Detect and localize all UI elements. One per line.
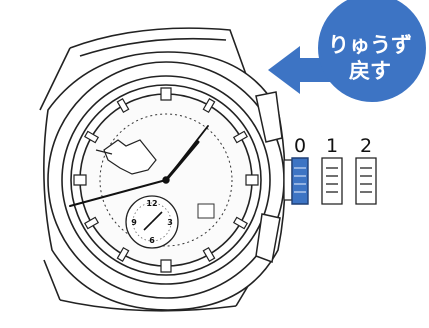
power-reserve-arc xyxy=(99,113,233,247)
hour-marker xyxy=(84,130,100,144)
hour-marker xyxy=(245,174,259,186)
subdial-numeral-12: 12 xyxy=(146,199,157,208)
subdial-numeral-3: 3 xyxy=(167,218,173,227)
crown-guards xyxy=(255,91,283,264)
subdial: 12 3 6 9 xyxy=(125,195,179,249)
hour-marker xyxy=(232,216,248,230)
hour-markers xyxy=(73,87,259,273)
date-window xyxy=(197,203,215,219)
hour-marker xyxy=(202,98,216,114)
hour-marker xyxy=(160,259,172,273)
dial-details xyxy=(99,113,233,247)
hour-marker xyxy=(160,87,172,101)
left-arrow-icon xyxy=(268,46,330,94)
hand-pivot xyxy=(162,176,170,184)
hour-marker xyxy=(73,174,87,186)
hour-marker xyxy=(202,246,216,262)
hour-marker xyxy=(116,98,130,114)
watch-hands xyxy=(69,125,209,207)
hour-marker xyxy=(84,216,100,230)
subdial-numeral-6: 6 xyxy=(149,236,155,245)
crown-position-label-1: 1 xyxy=(326,135,338,157)
subdial-hand-b xyxy=(143,221,153,231)
hour-marker xyxy=(232,130,248,144)
watch-lugs xyxy=(39,27,255,312)
callout-bubble: りゅうず 戻す xyxy=(318,0,426,102)
crown-position-2 xyxy=(355,157,377,205)
pointing-hand-icon xyxy=(95,139,157,175)
subdial-hand-a xyxy=(151,211,163,223)
minute-hand xyxy=(165,125,209,181)
hour-marker xyxy=(116,246,130,262)
crown-position-label-2: 2 xyxy=(360,135,372,157)
callout-line-2: 戻す xyxy=(349,59,391,83)
callout-line-1: りゅうず xyxy=(328,33,412,57)
crown-current xyxy=(283,157,309,205)
crown-position-1 xyxy=(321,157,343,205)
seconds-hand xyxy=(69,179,167,207)
crown-position-label-0: 0 xyxy=(294,135,306,157)
subdial-numeral-9: 9 xyxy=(131,218,137,227)
